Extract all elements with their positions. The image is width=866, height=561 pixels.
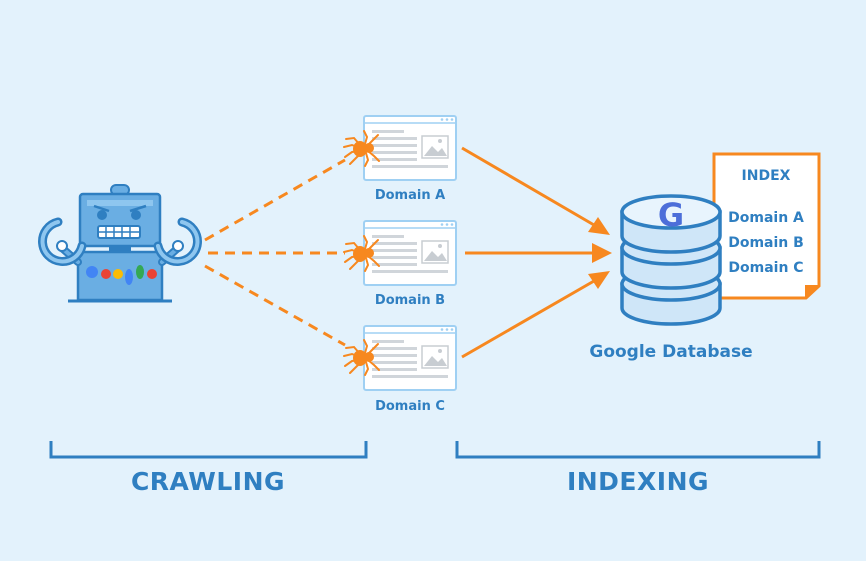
- domain-label-b: Domain B: [375, 293, 445, 308]
- index-entry-a: Domain A: [728, 210, 804, 226]
- domain-label-c: Domain C: [375, 399, 445, 414]
- index-arrow-a: [461, 146, 595, 227]
- web-page-icon: [363, 115, 457, 181]
- robot-icon: [38, 184, 202, 303]
- domain-label-a: Domain A: [375, 188, 445, 203]
- web-page-a: Domain A: [343, 115, 457, 203]
- spider-icon: [343, 130, 380, 167]
- spider-icon: [343, 235, 380, 272]
- index-arrows: [461, 146, 612, 359]
- crawling-bracket: [49, 441, 368, 459]
- spider-icon: [343, 339, 380, 376]
- index-arrowhead-a: [588, 217, 610, 235]
- web-page-b: Domain B: [343, 220, 457, 308]
- database-icon: G: [620, 194, 722, 326]
- crawl-line-a: [204, 158, 346, 242]
- crawl-line-c: [204, 264, 346, 347]
- crawling-label: CRAWLING: [131, 467, 285, 496]
- indexing-bracket: [455, 441, 821, 459]
- index-arrow-c: [461, 279, 595, 359]
- index-entry-c: Domain C: [728, 260, 803, 276]
- index-arrowhead-c: [588, 271, 610, 289]
- crawl-lines: [204, 158, 346, 347]
- indexing-label: INDEXING: [567, 467, 709, 496]
- web-page-icon: [363, 325, 457, 391]
- index-arrowhead-b: [592, 243, 612, 263]
- index-title: INDEX: [742, 168, 791, 184]
- google-logo-letter: G: [658, 196, 684, 234]
- index-document: INDEX Domain A Domain B Domain C: [712, 152, 821, 300]
- database-label: Google Database: [589, 342, 752, 362]
- web-page-c: Domain C: [343, 325, 457, 414]
- index-entry-b: Domain B: [728, 235, 804, 251]
- web-page-icon: [363, 220, 457, 286]
